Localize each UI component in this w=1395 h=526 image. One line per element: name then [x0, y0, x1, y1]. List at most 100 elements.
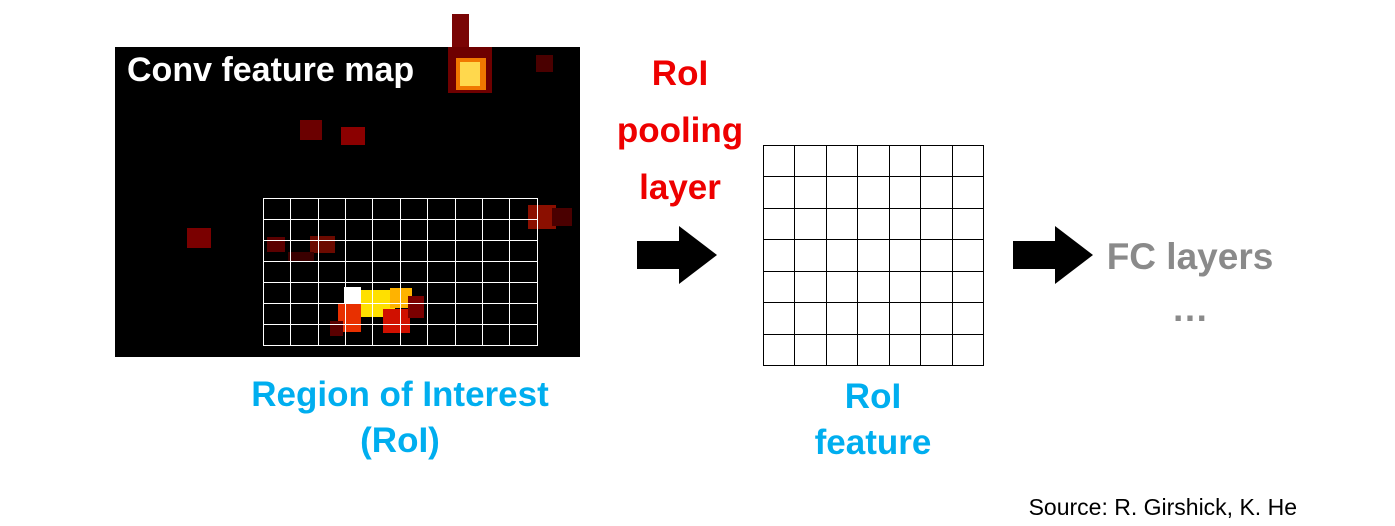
right-arrow-icon	[637, 226, 717, 284]
grid-cell	[510, 219, 538, 241]
grid-cell	[455, 282, 483, 304]
grid-cell	[373, 219, 401, 241]
grid-cell	[318, 324, 347, 346]
grid-cell	[510, 261, 538, 283]
region-of-interest-label: Region of Interest (RoI)	[150, 372, 650, 464]
grid-cell	[482, 219, 511, 241]
grid-cell	[428, 240, 456, 262]
arrow-shaft	[1013, 241, 1055, 269]
grid-cell	[263, 261, 292, 283]
grid-cell	[889, 334, 922, 366]
grid-cell	[318, 219, 347, 241]
grid-cell	[263, 219, 292, 241]
heatmap-spot	[287, 251, 314, 261]
grid-cell	[858, 271, 890, 304]
grid-cell	[510, 324, 538, 346]
grid-cell	[318, 303, 347, 325]
grid-cell	[921, 208, 953, 241]
heatmap-spot	[460, 61, 480, 86]
grid-cell	[889, 271, 922, 304]
grid-cell	[826, 271, 859, 304]
grid-cell	[510, 303, 538, 325]
grid-cell	[921, 240, 953, 272]
roi-pooling-layer-label-line3: layer	[639, 168, 721, 207]
grid-cell	[826, 177, 859, 209]
grid-cell	[291, 303, 319, 325]
grid-cell	[921, 303, 953, 335]
grid-cell	[428, 282, 456, 304]
grid-cell	[764, 146, 796, 178]
roi-pooling-layer-label: RoI pooling layer	[585, 45, 775, 216]
grid-cell	[400, 303, 429, 325]
grid-cell	[482, 303, 511, 325]
grid-cell	[373, 198, 401, 220]
fc-layers-label-line2: …	[1171, 288, 1209, 329]
grid-cell	[482, 282, 511, 304]
grid-cell	[764, 334, 796, 366]
grid-cell	[291, 324, 319, 346]
grid-cell	[291, 240, 319, 262]
grid-cell	[263, 282, 292, 304]
grid-cell	[921, 177, 953, 209]
heatmap-spot	[382, 308, 410, 333]
grid-cell	[510, 282, 538, 304]
heatmap-spot	[552, 207, 573, 226]
grid-cell	[858, 177, 890, 209]
grid-cell	[291, 261, 319, 283]
roi-feature-label: RoI feature	[773, 374, 973, 466]
grid-cell	[889, 240, 922, 272]
grid-cell	[318, 198, 347, 220]
roi-pooling-layer-label-line1: RoI	[651, 54, 709, 93]
grid-cell	[764, 271, 796, 304]
source-credit: Source: R. Girshick, K. He	[1028, 494, 1297, 520]
arrow-shaft	[637, 241, 679, 269]
grid-cell	[428, 324, 456, 346]
conv-feature-map: Conv feature map	[115, 14, 580, 357]
grid-cell	[400, 282, 429, 304]
grid-cell	[764, 208, 796, 241]
grid-cell	[858, 208, 890, 241]
grid-cell	[858, 303, 890, 335]
grid-cell	[764, 177, 796, 209]
roi-grid-overlay	[262, 197, 538, 346]
roi-feature-label-line1: RoI	[844, 377, 902, 416]
heatmap-spot	[452, 14, 470, 49]
grid-cell	[482, 324, 511, 346]
grid-cell	[428, 198, 456, 220]
grid-cell	[889, 177, 922, 209]
grid-cell	[858, 240, 890, 272]
grid-cell	[318, 282, 347, 304]
grid-cell	[482, 198, 511, 220]
grid-cell	[346, 324, 374, 346]
grid-cell	[428, 219, 456, 241]
grid-cell	[346, 198, 374, 220]
grid-cell	[795, 146, 827, 178]
grid-cell	[826, 334, 859, 366]
grid-cell	[400, 324, 429, 346]
grid-cell	[455, 198, 483, 220]
grid-cell	[764, 303, 796, 335]
grid-cell	[346, 261, 374, 283]
grid-cell	[482, 240, 511, 262]
fc-layers-label-line1: FC layers	[1106, 236, 1274, 277]
grid-cell	[346, 219, 374, 241]
grid-cell	[921, 146, 953, 178]
grid-cell	[400, 198, 429, 220]
grid-cell	[826, 208, 859, 241]
grid-cell	[858, 146, 890, 178]
grid-cell	[373, 240, 401, 262]
grid-cell	[373, 303, 401, 325]
heatmap-spot	[527, 205, 556, 229]
grid-cell	[795, 208, 827, 241]
grid-cell	[764, 240, 796, 272]
grid-cell	[263, 198, 292, 220]
grid-cell	[455, 219, 483, 241]
grid-cell	[346, 240, 374, 262]
grid-cell	[455, 240, 483, 262]
grid-cell	[858, 334, 890, 366]
grid-cell	[795, 177, 827, 209]
arrow-head	[679, 226, 717, 284]
grid-cell	[346, 303, 374, 325]
grid-cell	[952, 208, 984, 241]
heatmap-spot	[343, 286, 361, 304]
